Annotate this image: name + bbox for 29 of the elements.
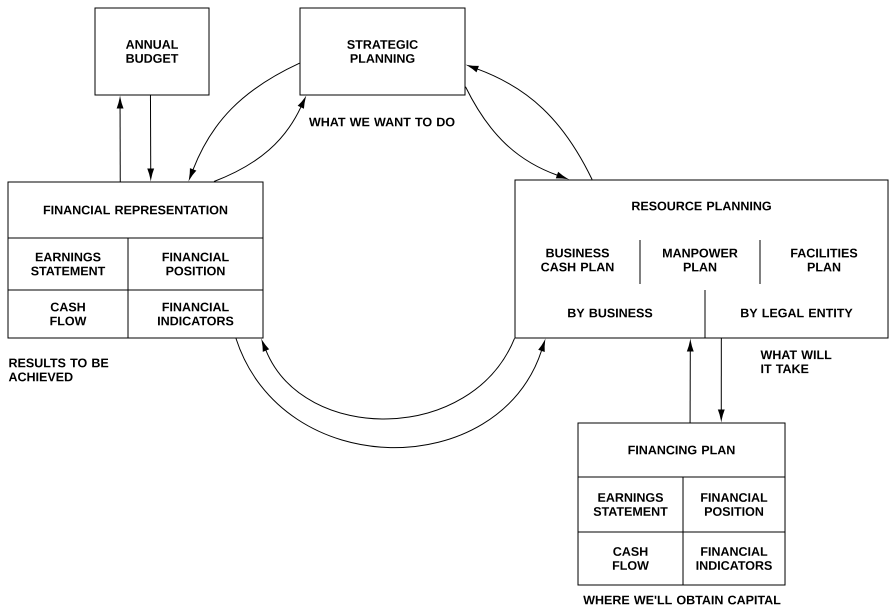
table-cell: FINANCIAL INDICATORS (682, 532, 786, 586)
table-cell: MANPOWER PLAN (663, 248, 738, 272)
process-box: STRATEGIC PLANNING (300, 8, 466, 96)
table-cell: FACILITIES PLAN (791, 248, 858, 272)
table-cell: FINANCIAL POSITION (128, 238, 264, 290)
table-cell: FINANCIAL INDICATORS (128, 290, 264, 338)
arrow (214, 98, 306, 182)
note-text: RESULTS TO BE ACHIEVED (8, 358, 108, 382)
table-cell: BY LEGAL ENTITY (741, 308, 853, 318)
arrow (465, 86, 568, 180)
arrow (687, 340, 694, 423)
table-cell: CASH FLOW (8, 290, 128, 338)
arrow (468, 65, 593, 180)
table-cell: EARNINGS STATEMENT (578, 476, 684, 532)
table-cell: FINANCIAL POSITION (682, 476, 786, 532)
arrow (262, 338, 515, 420)
arrow (236, 338, 546, 448)
arrow (116, 98, 124, 182)
arrow (147, 95, 154, 180)
table-cell: EARNINGS STATEMENT (8, 238, 128, 290)
note-text: WHAT WILL IT TAKE (760, 350, 832, 374)
arrow (718, 338, 725, 420)
table-cell: CASH FLOW (578, 532, 684, 586)
process-box: ANNUAL BUDGET (94, 8, 210, 96)
note-text: WHAT WE WANT TO DO (309, 118, 454, 126)
table-cell: BUSINESS CASH PLAN (541, 248, 614, 272)
note-text: WHERE WE'LL OBTAIN CAPITAL (583, 596, 780, 604)
arrow (188, 62, 300, 180)
table-cell: BY BUSINESS (568, 308, 652, 318)
